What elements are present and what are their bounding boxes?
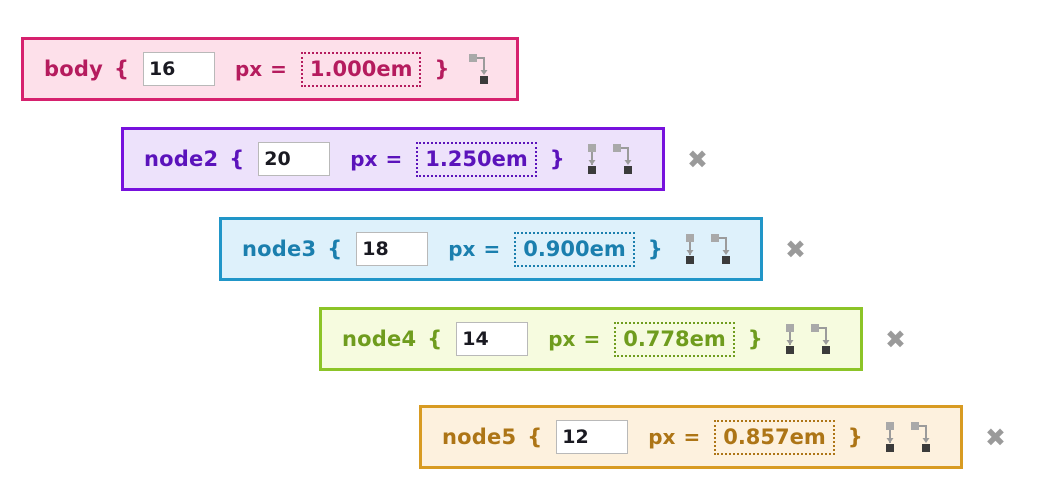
node-box-node5[interactable]: node5 { px = 0.857em} xyxy=(419,405,963,469)
selector-label: node4 xyxy=(342,327,417,351)
nest-child-icon[interactable] xyxy=(910,422,931,452)
node-row: node3 { px = 0.900em} ✖ xyxy=(219,217,806,281)
nest-child-icon[interactable] xyxy=(469,54,489,84)
equals-sign: = xyxy=(583,327,601,351)
move-vertical-icon[interactable] xyxy=(883,422,903,452)
node-handles xyxy=(461,54,489,84)
node-handles xyxy=(675,234,731,264)
equals-sign: = xyxy=(483,237,501,261)
remove-node-button[interactable]: ✖ xyxy=(785,234,806,264)
brace-open: { xyxy=(527,425,543,449)
brace-close: } xyxy=(747,327,763,351)
remove-node-button[interactable]: ✖ xyxy=(885,324,906,354)
remove-node-button[interactable]: ✖ xyxy=(687,144,708,174)
move-vertical-icon[interactable] xyxy=(585,144,605,174)
node-row: node4 { px = 0.778em} ✖ xyxy=(319,307,906,371)
brace-close: } xyxy=(549,147,565,171)
equals-sign: = xyxy=(270,57,287,81)
node-handles xyxy=(875,422,931,452)
node-row: body { px = 1.000em} xyxy=(21,37,519,101)
selector-label: node3 xyxy=(242,237,317,261)
em-value-output[interactable]: 0.900em xyxy=(514,231,635,267)
em-value-output[interactable]: 1.000em xyxy=(300,51,422,87)
brace-open: { xyxy=(327,237,343,261)
selector-label: node5 xyxy=(442,425,517,449)
px-unit-label: px xyxy=(648,425,676,449)
node-box-node3[interactable]: node3 { px = 0.900em} xyxy=(219,217,763,281)
nest-child-icon[interactable] xyxy=(810,324,831,354)
brace-open: { xyxy=(229,147,245,171)
node-row: node5 { px = 0.857em} ✖ xyxy=(419,405,1006,469)
px-input[interactable] xyxy=(356,232,429,266)
em-value-output[interactable]: 0.778em xyxy=(614,321,735,357)
brace-close: } xyxy=(847,425,863,449)
brace-open: { xyxy=(427,327,443,351)
brace-close: } xyxy=(434,57,450,81)
px-input[interactable] xyxy=(556,420,629,454)
px-unit-label: px xyxy=(350,147,378,171)
brace-close: } xyxy=(647,237,663,261)
node-handles xyxy=(775,324,831,354)
px-input[interactable] xyxy=(456,322,529,356)
move-vertical-icon[interactable] xyxy=(783,324,803,354)
node-row: node2 { px = 1.250em} ✖ xyxy=(121,127,708,191)
node-box-node2[interactable]: node2 { px = 1.250em} xyxy=(121,127,665,191)
em-value-output[interactable]: 0.857em xyxy=(714,419,835,455)
px-unit-label: px xyxy=(548,327,576,351)
px-unit-label: px xyxy=(448,237,476,261)
equals-sign: = xyxy=(683,425,701,449)
em-value-output[interactable]: 1.250em xyxy=(416,141,537,177)
px-unit-label: px xyxy=(234,57,263,81)
equals-sign: = xyxy=(385,147,403,171)
brace-open: { xyxy=(113,57,129,81)
remove-node-button[interactable]: ✖ xyxy=(985,422,1006,452)
node-box-node4[interactable]: node4 { px = 0.778em} xyxy=(319,307,863,371)
px-input[interactable] xyxy=(142,52,215,86)
nest-child-icon[interactable] xyxy=(612,144,633,174)
move-vertical-icon[interactable] xyxy=(683,234,703,264)
selector-label: node2 xyxy=(144,147,219,171)
node-handles xyxy=(577,144,633,174)
px-input[interactable] xyxy=(258,142,331,176)
node-box-body[interactable]: body { px = 1.000em} xyxy=(21,37,519,101)
nest-child-icon[interactable] xyxy=(710,234,731,264)
selector-label: body xyxy=(44,57,103,81)
